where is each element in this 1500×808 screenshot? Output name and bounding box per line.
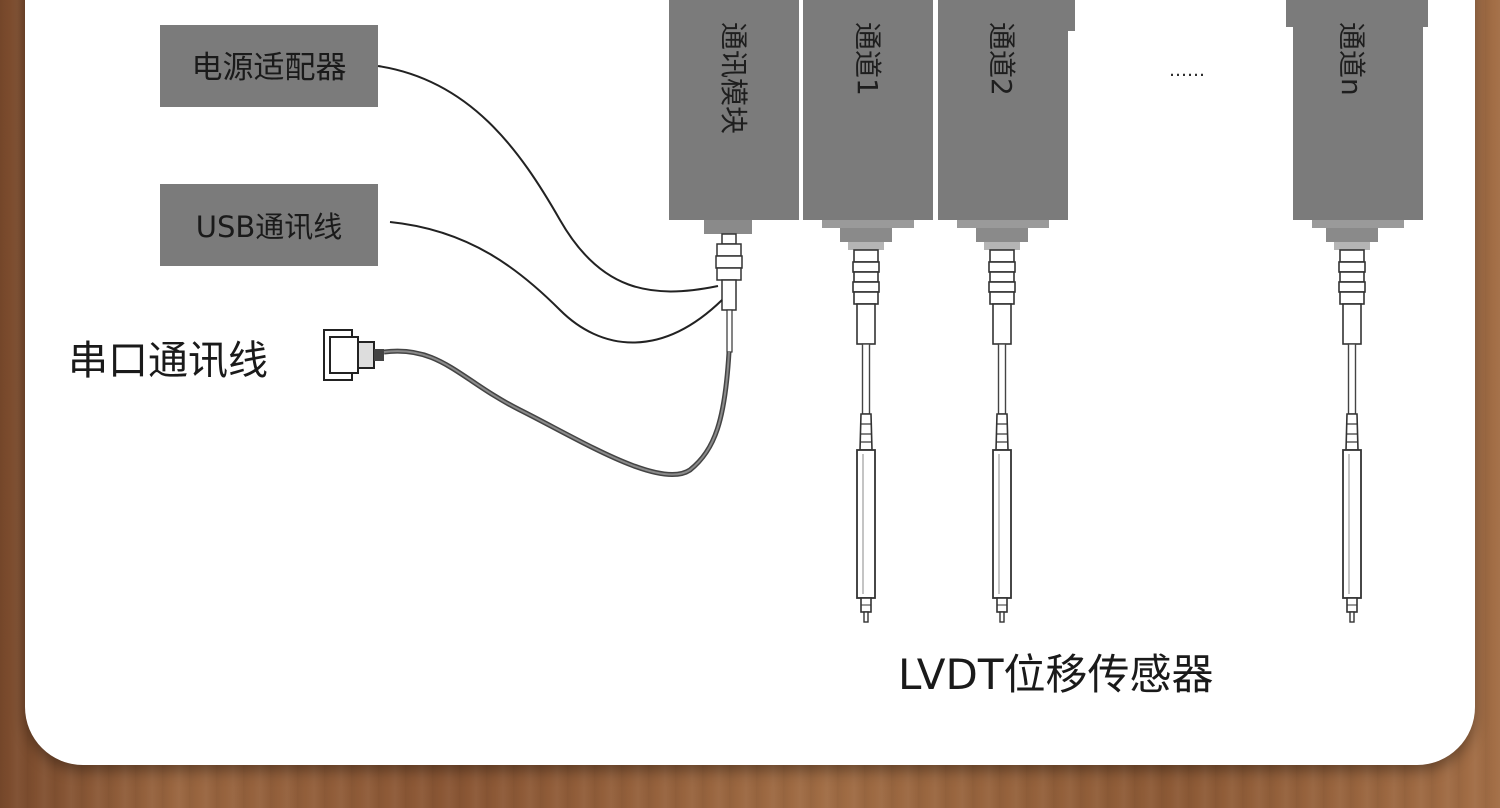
power-adapter-label: 电源适配器 <box>192 50 347 86</box>
ellipsis: …… <box>1169 60 1205 81</box>
usb-cable <box>389 221 723 344</box>
sensor-title: LVDT位移传感器 <box>898 650 1214 699</box>
comm-module-label: 通讯模块 <box>717 22 750 134</box>
power-cable <box>377 65 719 293</box>
channel-n-label: 通道n <box>1335 22 1368 96</box>
serial-cable <box>383 348 732 477</box>
usb-cable-box: USB通讯线 <box>160 184 378 266</box>
channel-1-label: 通道1 <box>851 22 884 96</box>
channel-1-module: 通道1 <box>803 0 933 228</box>
power-adapter-box: 电源适配器 <box>160 25 378 107</box>
db9-connector-icon <box>323 329 384 381</box>
lvdt-sensor-1 <box>839 227 893 623</box>
lvdt-sensor-n <box>1325 227 1379 623</box>
comm-connector <box>715 233 743 353</box>
comm-module: 通讯模块 <box>669 0 799 234</box>
channel-2-module: 通道2 <box>938 0 1075 228</box>
lvdt-sensor-2 <box>975 227 1029 623</box>
channel-n-module: 通道n <box>1286 0 1428 228</box>
channel-2-label: 通道2 <box>985 22 1018 96</box>
serial-cable-label: 串口通讯线 <box>68 338 268 384</box>
usb-cable-label: USB通讯线 <box>196 210 343 244</box>
